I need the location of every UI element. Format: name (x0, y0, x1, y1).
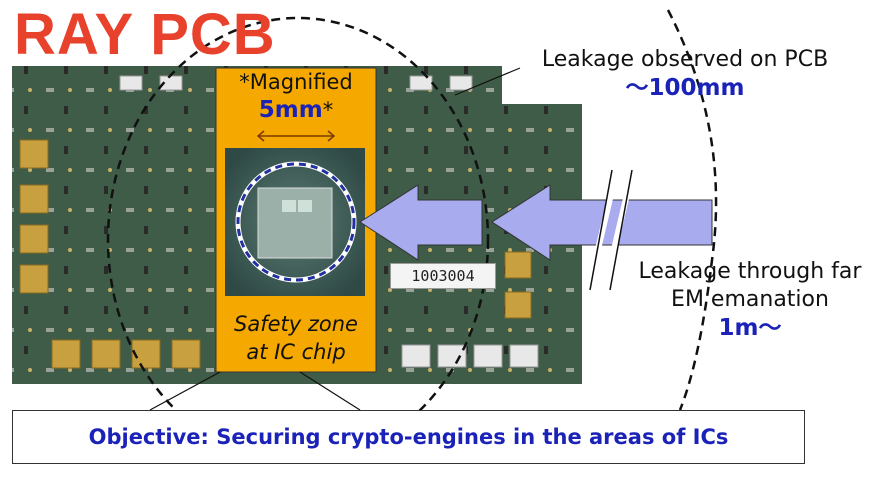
ray-pcb-logo: RAY PCB (14, 2, 276, 67)
chip-serial-label: 1003004 (390, 263, 496, 289)
far-range-arc (666, 9, 718, 411)
far-leakage-line2: EM emanation (671, 287, 829, 312)
size-arrow-heads (256, 130, 336, 142)
magnified-label: *Magnified 5mm* (216, 68, 376, 124)
pcb-leakage-range: ～100mm (625, 75, 745, 101)
callout-line (149, 371, 221, 411)
safety-zone-line1: Safety zone (234, 312, 358, 336)
magnified-text: *Magnified (239, 70, 353, 94)
pcb-leakage-text: Leakage observed on PCB (541, 47, 829, 72)
safety-zone-circle (236, 162, 356, 282)
magnified-size: 5mm (258, 97, 323, 123)
callout-line (454, 67, 521, 96)
magnified-suffix: * (322, 98, 334, 122)
objective-box: Objective: Securing crypto-engines in th… (12, 410, 805, 464)
far-leakage-range: 1m～ (718, 315, 782, 341)
ic-die (257, 187, 333, 259)
safety-zone-line2: at IC chip (246, 340, 346, 364)
callout-line (299, 371, 361, 411)
safety-zone-label: Safety zone at IC chip (216, 310, 376, 366)
far-leakage-line1: Leakage through far (638, 259, 862, 284)
break-mark (609, 169, 633, 291)
pcb-leakage-arrow (359, 184, 483, 261)
far-leakage-label: Leakage through far EM emanation 1m～ (610, 258, 890, 342)
break-mark (589, 169, 613, 291)
pcb-leakage-label: Leakage observed on PCB ～100mm (515, 46, 855, 102)
